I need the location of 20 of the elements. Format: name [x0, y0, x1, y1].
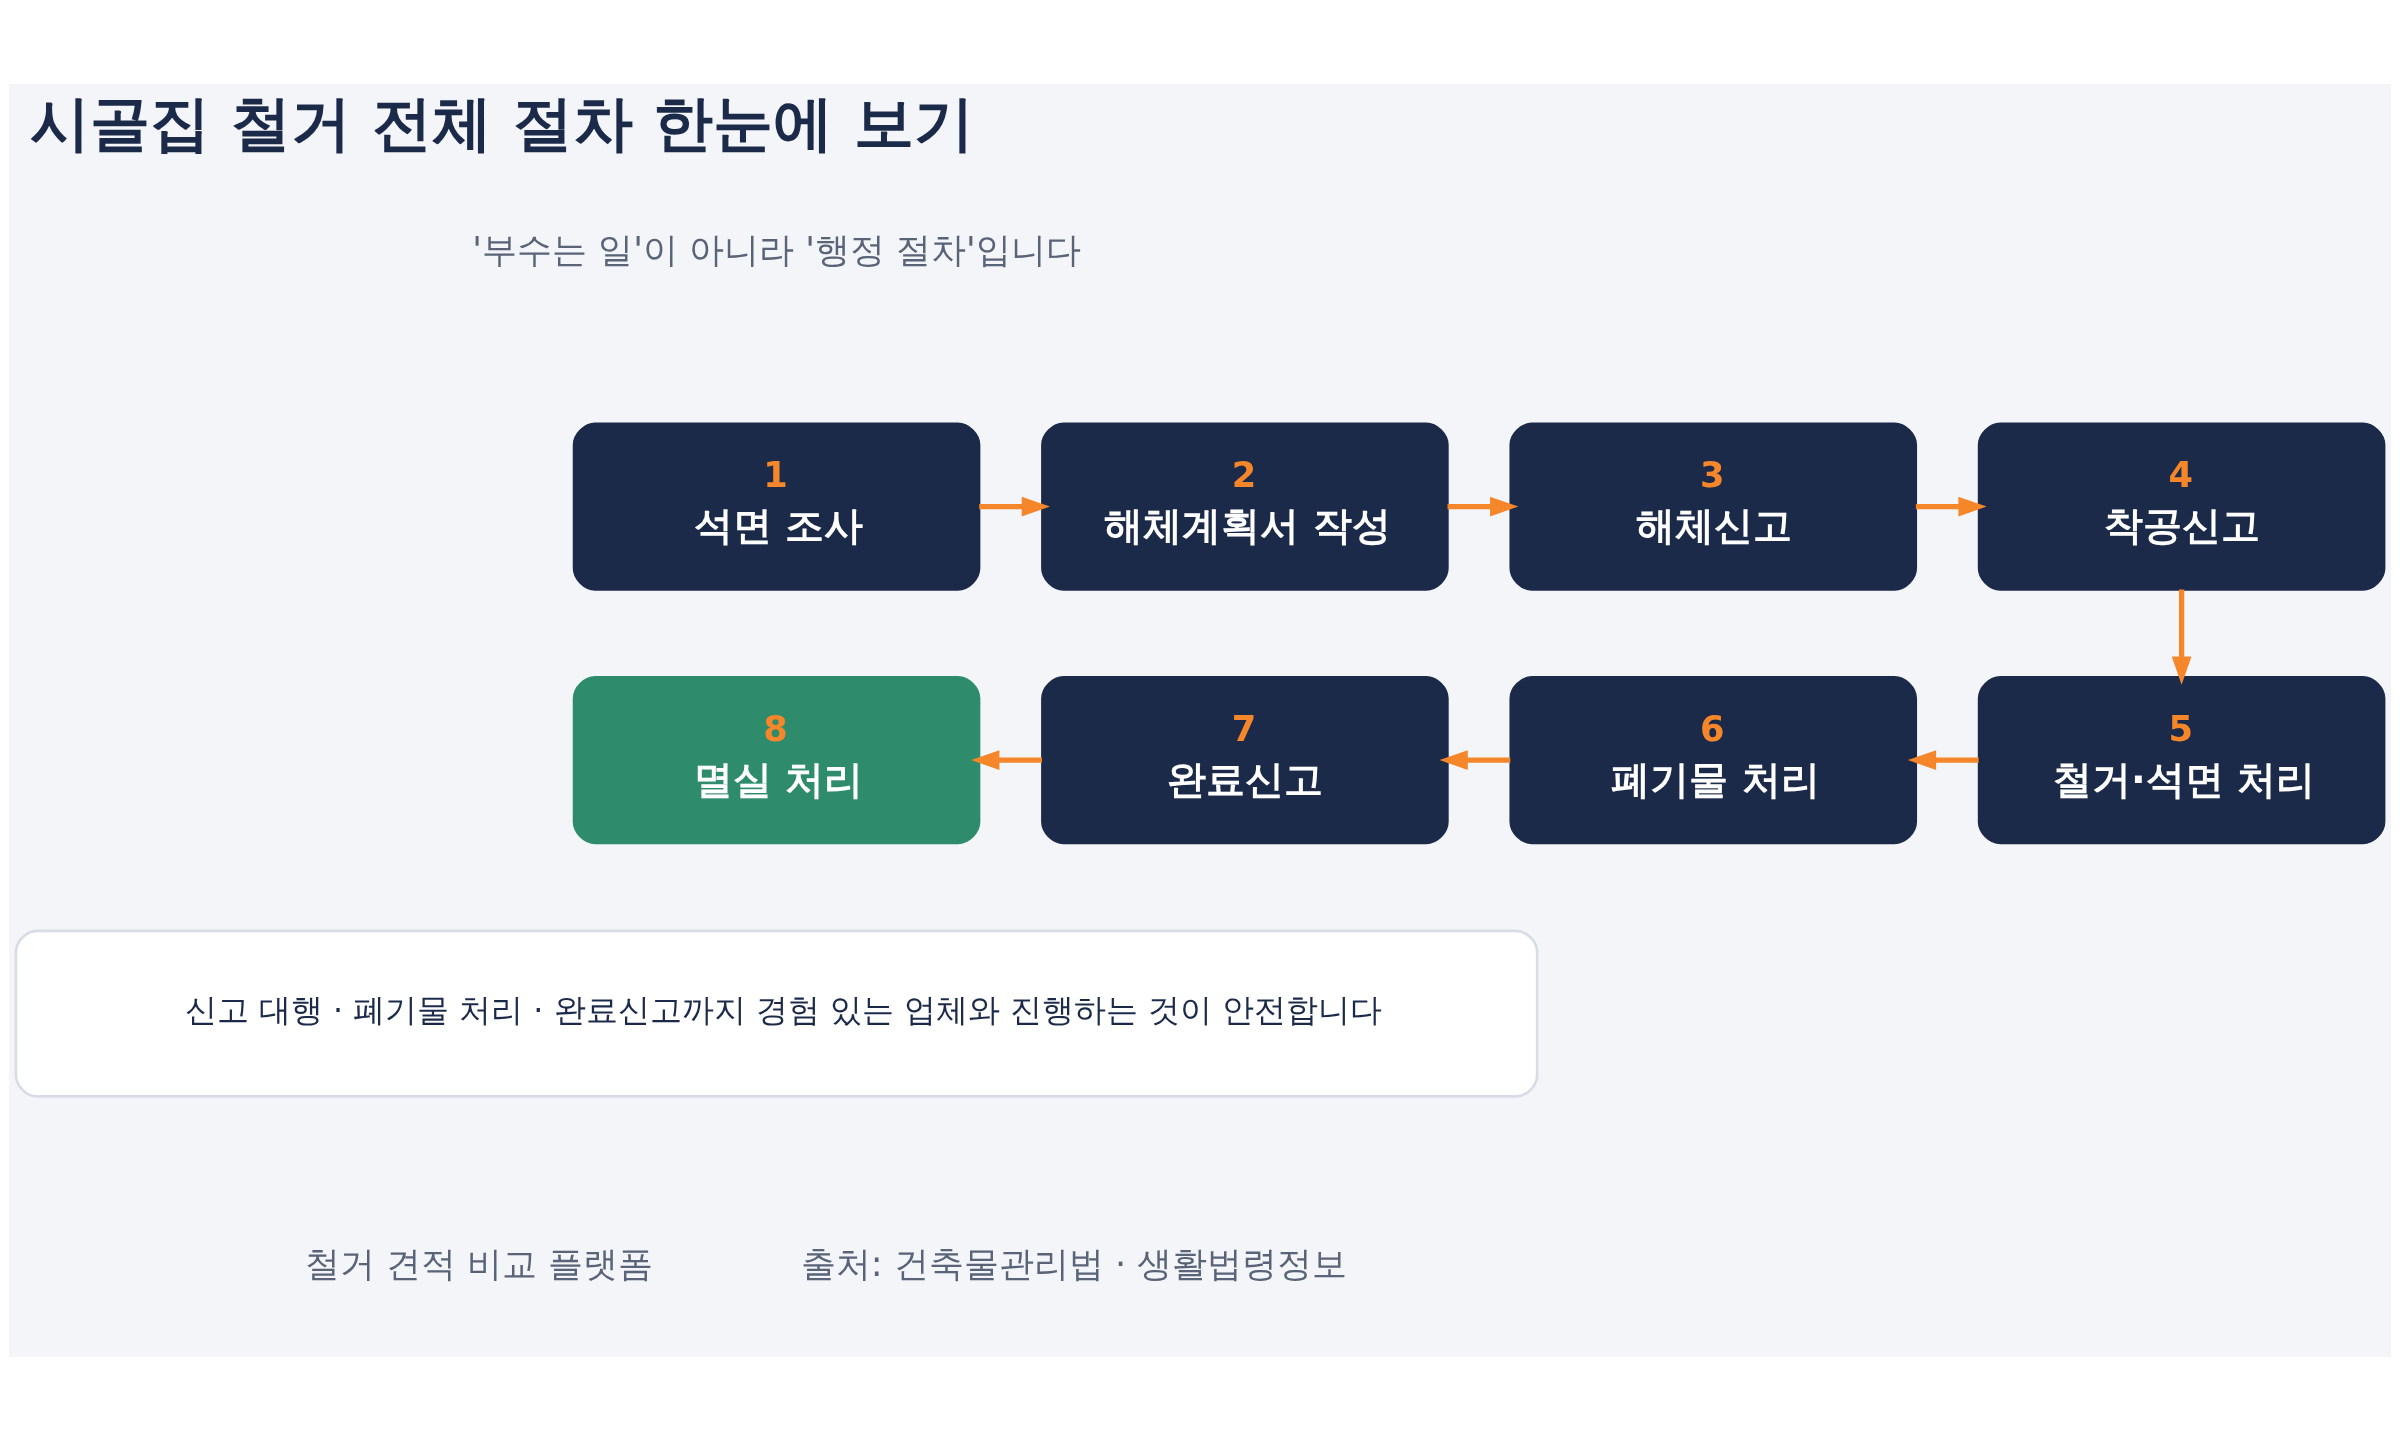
- label: 출처: 건축물관리법 · 생활법령정보: [800, 1242, 1348, 1284]
- node-box: 신고 대행 · 폐기물 처리 · 완료신고까지 경험 있는 업체와 진행하는 것이 안전합니다: [14, 929, 1539, 1098]
- diagram-title: 시골집 철거 전체 절차 한눈에 보기: [30, 87, 975, 158]
- node-box: 1 석면 조사: [572, 422, 981, 591]
- node-box: 4 착공신고: [1977, 422, 2386, 591]
- node-box: 3 해체신고: [1509, 422, 1918, 591]
- node-box: 8 멸실 처리: [572, 675, 981, 844]
- node-box: 2 해체계획서 작성: [1041, 422, 1449, 591]
- arrow: [2171, 589, 2192, 685]
- arrow: [1915, 496, 1987, 516]
- label: 철거 견적 비교 플랫폼: [304, 1242, 654, 1284]
- label: '부수는 일'이 아니라 '행정 절차'입니다: [472, 228, 1081, 270]
- arrow: [1439, 749, 1511, 770]
- arrow: [979, 496, 1050, 516]
- arrow: [1447, 496, 1519, 516]
- arrow: [1907, 749, 1979, 770]
- arrow: [971, 749, 1042, 770]
- node-box: 5 철거·석면 처리: [1977, 675, 2386, 844]
- node-box: 6 폐기물 처리: [1509, 675, 1918, 844]
- node-box: 7 완료신고: [1041, 675, 1449, 844]
